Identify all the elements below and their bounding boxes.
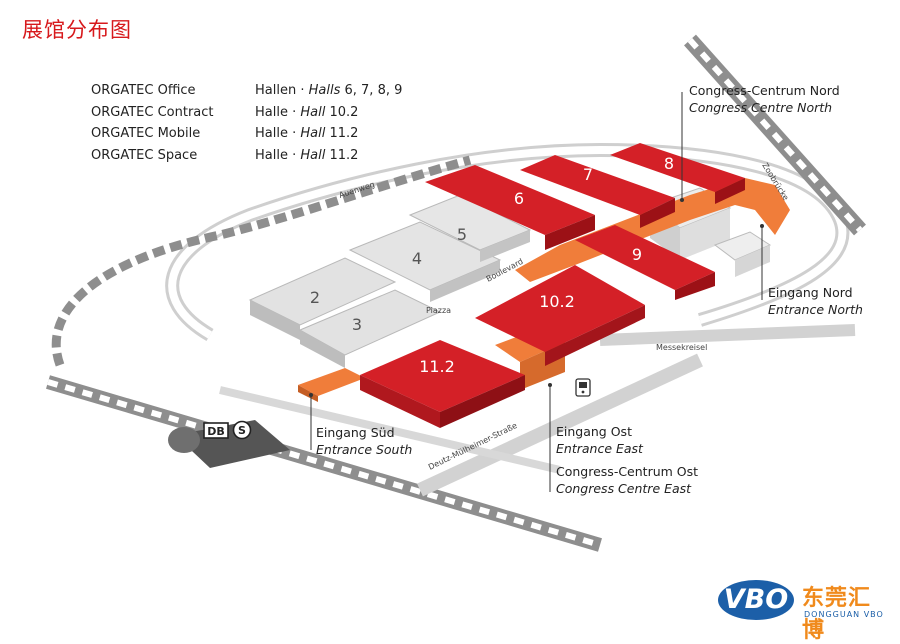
legend: ORGATEC Office Hallen · Halls 6, 7, 8, 9… xyxy=(91,80,402,166)
hall-11-2-label: 11.2 xyxy=(419,357,455,376)
page-title: 展馆分布图 xyxy=(22,18,132,42)
street-messekreisel: Messekreisel xyxy=(656,343,707,352)
station-dome xyxy=(168,427,200,453)
vbo-logo-en: DONGGUAN VBO xyxy=(804,610,884,619)
hall-5-label: 5 xyxy=(457,225,467,244)
hall-10-2-label: 10.2 xyxy=(539,292,575,311)
label-entrance-north: Eingang Nord Entrance North xyxy=(768,285,863,317)
hall-6-top xyxy=(425,165,595,235)
s-bahn-icon-label: S xyxy=(238,424,246,437)
legend-hall: Halle · Hall 11.2 xyxy=(255,126,359,142)
zoobruecke-road-inner xyxy=(687,37,863,233)
legend-row-space: ORGATEC Space Halle · Hall 11.2 xyxy=(91,145,402,167)
db-icon-label: DB xyxy=(207,425,225,438)
bus-stop-icon-wheel xyxy=(581,390,585,394)
legend-row-office: ORGATEC Office Hallen · Halls 6, 7, 8, 9 xyxy=(91,80,402,102)
legend-hall: Halle · Hall 11.2 xyxy=(255,147,359,163)
legend-exhibit: ORGATEC Office xyxy=(91,83,196,99)
hall-8-front xyxy=(715,178,745,204)
leader-sued-dot xyxy=(309,393,313,397)
hall-7-front xyxy=(640,198,675,228)
messekreisel-road xyxy=(599,324,856,346)
hall-9-front xyxy=(675,272,715,300)
legend-hall: Halle · Hall 10.2 xyxy=(255,104,359,120)
hall-8-top xyxy=(610,143,745,192)
hall-11-2-left xyxy=(360,375,440,428)
legend-row-contract: ORGATEC Contract Halle · Hall 10.2 xyxy=(91,102,402,124)
vbo-logo-mark: VBO xyxy=(718,580,794,620)
hall-7-top xyxy=(520,155,675,215)
hall-4-side xyxy=(430,260,500,302)
bus-stop-icon-window xyxy=(579,382,587,388)
hall-3-block xyxy=(298,289,442,356)
vbo-logo: VBO 东莞汇博 DONGGUAN VBO xyxy=(718,578,888,643)
s-bahn-icon xyxy=(232,420,252,440)
label-congress-ost: Congress-Centrum Ost Congress Centre Eas… xyxy=(556,464,699,496)
legend-row-mobile: ORGATEC Mobile Halle · Hall 11.2 xyxy=(91,123,402,145)
hall-5-side xyxy=(480,230,530,262)
hall-3-label: 3 xyxy=(352,315,362,334)
hall-10-2-top xyxy=(475,265,645,352)
south-road xyxy=(219,386,561,474)
south-entrance-walkway-front xyxy=(298,385,318,402)
legend-exhibit: ORGATEC Mobile xyxy=(91,126,201,142)
legend-hall: Hallen · Halls 6, 7, 8, 9 xyxy=(255,83,403,99)
hall-7-label: 7 xyxy=(583,165,593,184)
leader-ost-dot xyxy=(548,383,552,387)
south-entrance-walkway xyxy=(298,368,365,396)
nord-building-2-front xyxy=(735,245,770,277)
deutz-road xyxy=(417,353,703,497)
hall-6-label: 6 xyxy=(514,189,524,208)
hall-9-top xyxy=(575,225,715,290)
leader-nord-dot xyxy=(760,224,764,228)
hall-10-2-front xyxy=(545,305,645,366)
boulevard-walkway xyxy=(515,178,790,282)
hall-8-label: 8 xyxy=(664,154,674,173)
hall-2-label: 2 xyxy=(310,288,320,307)
hall-2-block xyxy=(248,257,397,326)
street-piazza: Piazza xyxy=(426,306,451,315)
label-entrance-east: Eingang Ost Entrance East xyxy=(556,424,643,456)
hall-11-2-top xyxy=(360,340,525,412)
label-congress-nord: Congress-Centrum Nord Congress Centre No… xyxy=(689,83,840,115)
legend-exhibit: ORGATEC Space xyxy=(91,147,198,163)
hall-6-front xyxy=(545,215,595,250)
legend-exhibit: ORGATEC Contract xyxy=(91,104,214,120)
hall-3-side xyxy=(300,330,345,368)
railway-main-ties xyxy=(47,379,601,548)
label-entrance-south: Eingang Süd Entrance South xyxy=(316,425,413,457)
hall-11-2-right xyxy=(440,375,525,428)
leader-congress-nord-dot xyxy=(680,198,684,202)
railway-loop xyxy=(51,155,472,367)
congress-nord-front xyxy=(680,208,730,260)
hall-9-label: 9 xyxy=(632,245,642,264)
hall-2-side xyxy=(250,300,300,340)
db-icon xyxy=(203,422,229,439)
hall-4-label: 4 xyxy=(412,249,422,268)
